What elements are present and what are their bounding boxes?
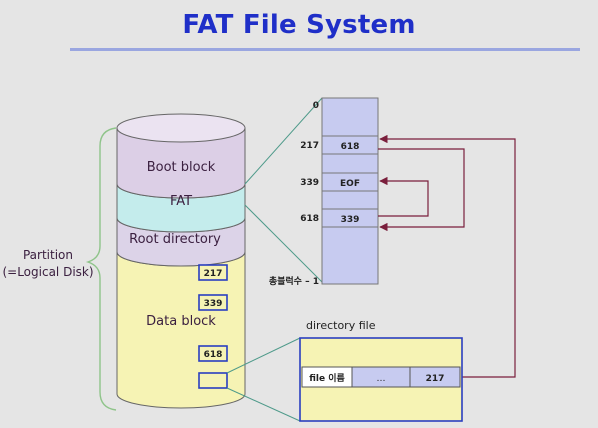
directory-file-box: file 이름 … 217 [299, 337, 463, 422]
disk-top [116, 113, 246, 143]
directory-file-caption: directory file [306, 319, 376, 332]
title-underline [70, 48, 580, 51]
fat-index-618: 618 [300, 214, 319, 224]
data-block-618: 618 [198, 345, 228, 362]
data-block-217: 217 [198, 264, 228, 281]
page-title: FAT File System [182, 10, 416, 40]
arrow-618-to-339 [378, 176, 429, 217]
data-block-label: Data block [146, 314, 216, 329]
dir-connector-bottom [226, 387, 301, 422]
root-directory-label: Root directory [129, 232, 221, 247]
dir-field-filename: file 이름 [309, 372, 345, 384]
fat-entry-618: 339 [341, 215, 360, 225]
fat-index-339: 339 [300, 178, 319, 188]
dir-field-ellipsis: … [377, 374, 386, 384]
boot-block-label: Boot block [147, 160, 216, 175]
fat-index-last: 총블럭수 – 1 [269, 275, 319, 287]
fat-table: 618 EOF 339 [321, 97, 379, 285]
data-block-directory [198, 372, 228, 389]
disk-boot-section [116, 127, 246, 199]
fat-entry-217: 618 [341, 142, 360, 152]
fat-label: FAT [170, 194, 192, 209]
partition-sublabel: (=Logical Disk) [2, 265, 93, 279]
arrow-217-to-618 [378, 148, 465, 232]
data-block-339: 339 [198, 294, 228, 311]
fat-connector-top [244, 97, 323, 185]
fat-index-0: 0 [313, 101, 319, 111]
block-number: 339 [204, 299, 223, 309]
dir-connector-top [226, 337, 301, 374]
fat-connector-bottom [244, 204, 323, 283]
dir-field-start-block: 217 [426, 374, 445, 384]
arrow-dir-to-217 [379, 134, 516, 378]
fat-index-217: 217 [300, 141, 319, 151]
fat-entry-339: EOF [340, 179, 360, 189]
block-number: 618 [204, 350, 223, 360]
partition-label: Partition [23, 248, 73, 262]
disk-cylinder [116, 113, 246, 409]
partition-brace [85, 127, 117, 411]
block-number: 217 [204, 269, 223, 279]
